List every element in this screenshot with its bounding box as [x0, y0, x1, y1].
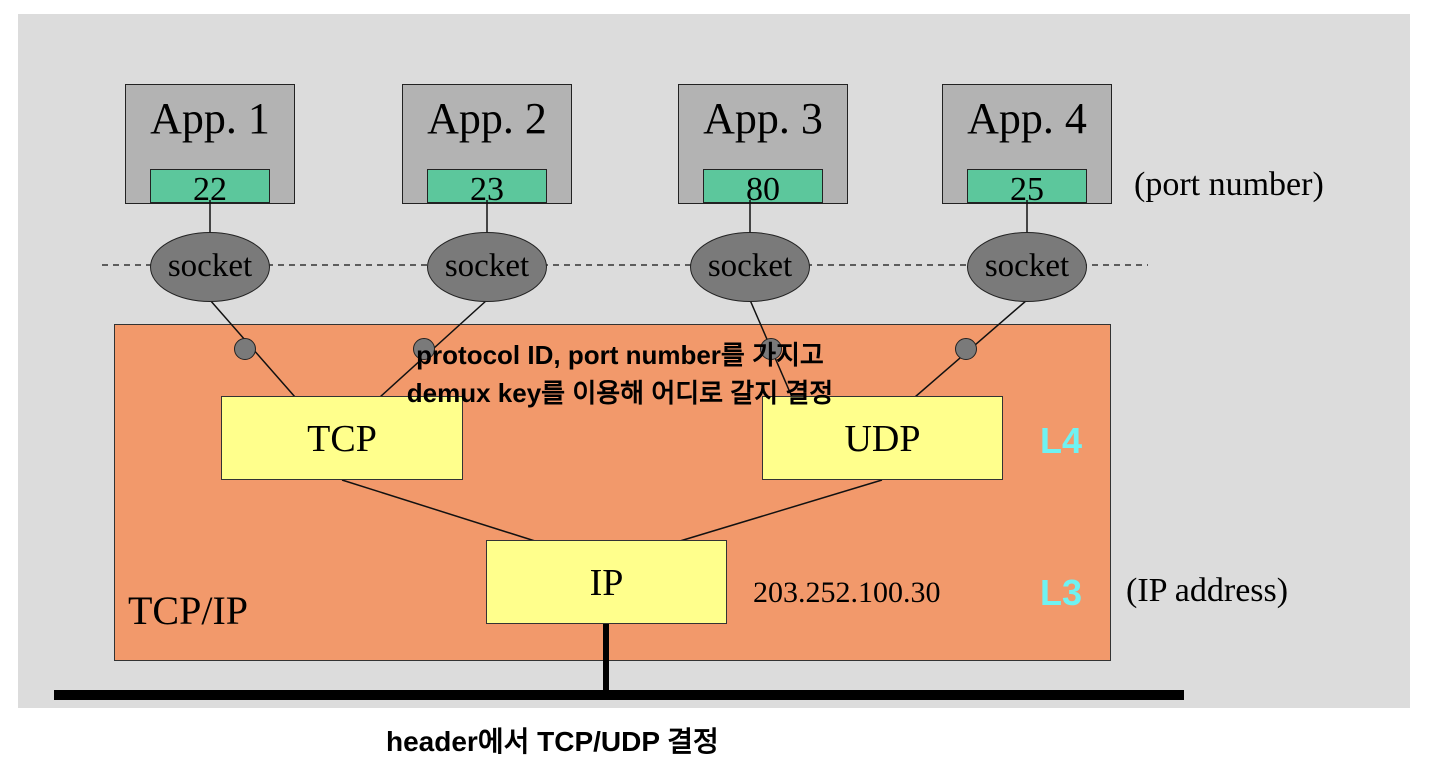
- layer-3-label: L3: [1040, 572, 1083, 613]
- ip-address-value: 203.252.100.30: [753, 576, 941, 609]
- udp-box: UDP: [762, 396, 1003, 480]
- app-3-box: App. 3 80: [678, 84, 848, 208]
- ip-address-label: (IP address): [1126, 572, 1289, 609]
- ip-box: IP: [486, 540, 727, 624]
- socket-3: socket: [690, 232, 810, 302]
- app-3-title: App. 3: [703, 94, 823, 143]
- app-2-title: App. 2: [427, 94, 547, 143]
- app-2-box: App. 2 23: [402, 84, 572, 208]
- app-3-port: 80: [703, 169, 823, 208]
- connection-dot-2: [413, 338, 435, 360]
- udp-ip-line: [679, 479, 883, 542]
- app-4-box: App. 4 25: [942, 84, 1112, 208]
- app-1-box: App. 1 22: [125, 84, 295, 208]
- stack-label: TCP/IP: [128, 588, 249, 633]
- app-4-title: App. 4: [967, 94, 1087, 143]
- connection-dot-3: [760, 338, 782, 360]
- tcp-ip-line: [341, 479, 536, 542]
- tcp-box: TCP: [221, 396, 463, 480]
- port-number-label: (port number): [1134, 166, 1324, 203]
- socket-1: socket: [150, 232, 270, 302]
- layer-4-label: L4: [1040, 420, 1083, 461]
- app-1-title: App. 1: [150, 94, 270, 143]
- demux-note-line-2: demux key를 이용해 어디로 갈지 결정: [406, 378, 834, 408]
- socket-2: socket: [427, 232, 547, 302]
- demux-note: protocol ID, port number를 가지고 demux key를…: [300, 336, 940, 412]
- header-note: header에서 TCP/UDP 결정: [386, 726, 719, 757]
- connection-dot-1: [234, 338, 256, 360]
- demux-note-line-1: protocol ID, port number를 가지고: [416, 340, 824, 370]
- connection-dot-4: [955, 338, 977, 360]
- socket-4: socket: [967, 232, 1087, 302]
